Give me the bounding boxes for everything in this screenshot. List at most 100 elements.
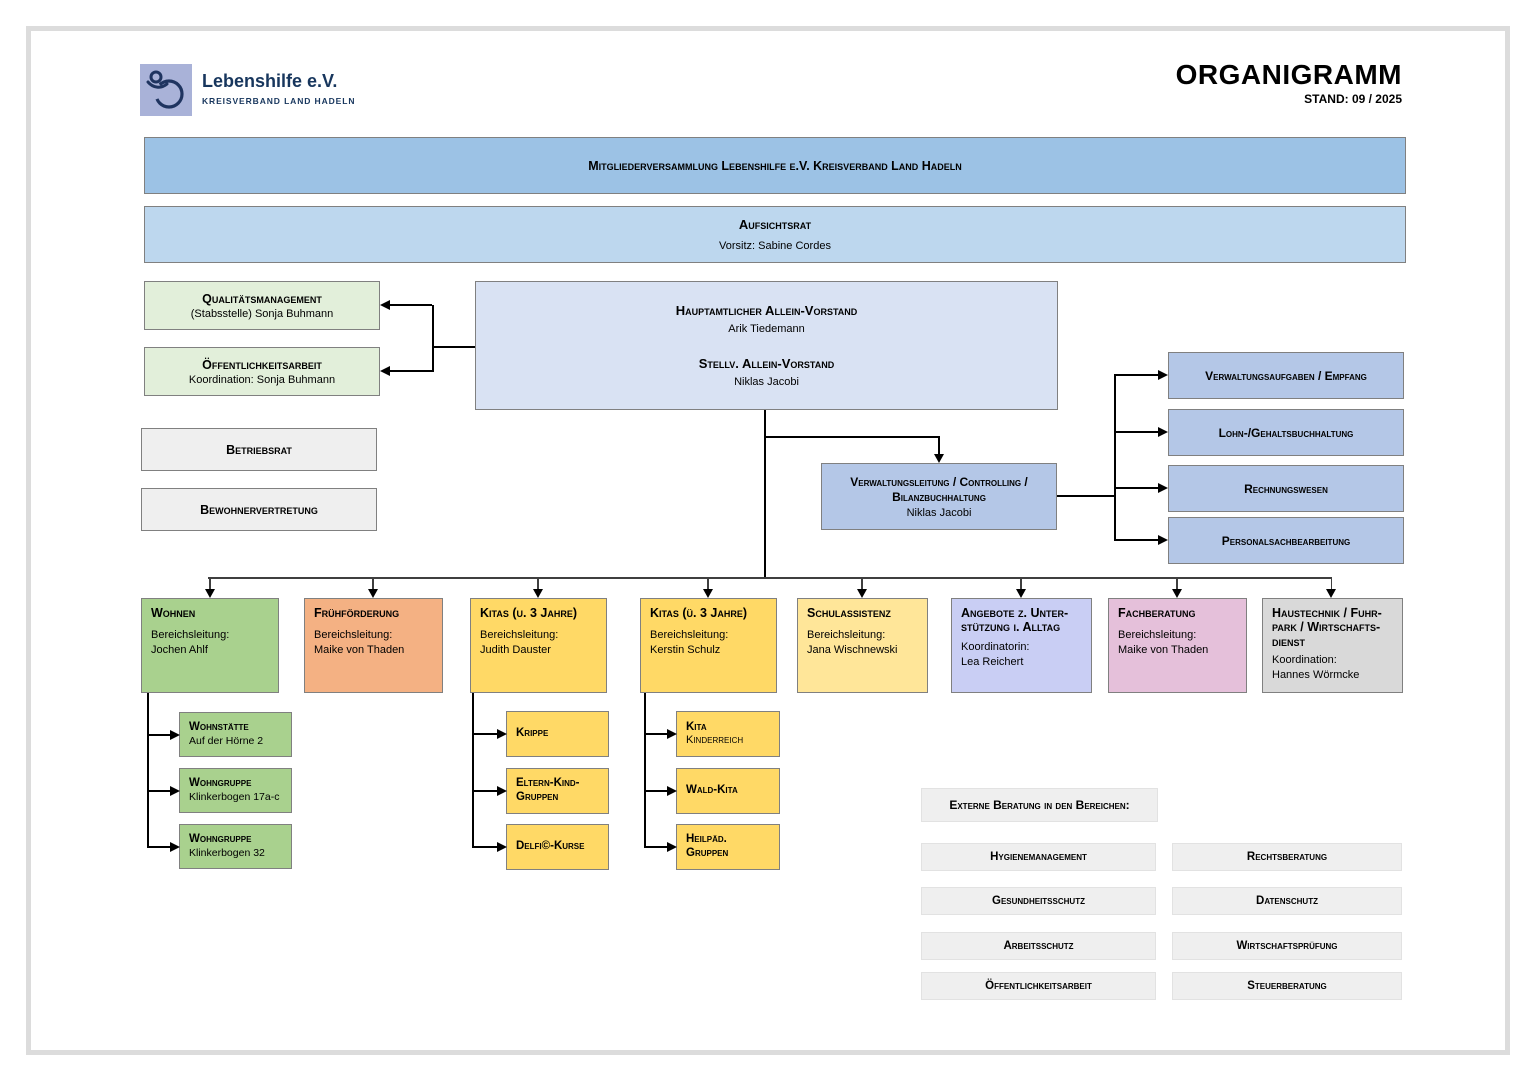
dept-fruehfoerderung-role-label: Bereichsleitung: xyxy=(314,629,393,642)
arrowhead-fruehfoerderung xyxy=(368,589,378,598)
sub-wohngruppe-32-line2: Klinkerbogen 32 xyxy=(189,846,265,859)
connector-kitas-u3-2 xyxy=(472,790,497,792)
dept-fachberatung: Fachberatung Bereichsleitung:Maike von T… xyxy=(1108,598,1247,693)
dept-angebote-person: Lea Reichert xyxy=(961,655,1024,668)
dept-wohnen-role: Bereichsleitung:Jochen Ahlf xyxy=(151,628,269,658)
connector-kitas-ue3-3 xyxy=(644,846,667,848)
sub-wohngruppe-32-title: Wohngruppe xyxy=(189,833,252,846)
sub-krippe: Krippe xyxy=(506,711,609,757)
arrowhead-fachberatung xyxy=(1172,589,1182,598)
connector-admin-v xyxy=(1114,375,1116,540)
dept-kitas-ue3-role-label: Bereichsleitung: xyxy=(650,629,729,642)
connector-department-bus xyxy=(208,577,1332,579)
drop-haustechnik xyxy=(1330,577,1332,590)
connector-vorstand-staff-v xyxy=(432,305,434,372)
arrowhead-wald-kita xyxy=(667,786,677,796)
dept-haustechnik-person: Hannes Wörmcke xyxy=(1272,668,1360,681)
lebenshilfe-logo-icon xyxy=(140,64,192,116)
sub-wohnstaette: Wohnstätte Auf der Hörne 2 xyxy=(179,712,292,757)
connector-verwaltung-admin-h xyxy=(1057,495,1115,497)
arrowhead-kitas-ue3 xyxy=(703,589,713,598)
dept-wohnen-person: Jochen Ahlf xyxy=(151,644,208,657)
arrowhead-wohngruppe-17 xyxy=(170,786,180,796)
dept-angebote-title: Angebote z. Unter-stützung i. Alltag xyxy=(961,606,1069,635)
connector-kitas-ue3-v xyxy=(644,693,646,847)
connector-wohnen-v xyxy=(147,693,149,847)
extern-hygienemanagement: Hygienemanagement xyxy=(921,843,1156,871)
box-personalsachbearbeitung: Personalsachbearbeitung xyxy=(1168,517,1404,564)
vorstand-title-1: Hauptamtlicher Allein-Vorstand xyxy=(675,303,858,319)
arrowhead-kitas-u3 xyxy=(533,589,543,598)
dept-haustechnik: Haustechnik / Fuhr-park / Wirtschafts-di… xyxy=(1262,598,1403,693)
sub-kita-kinderreich: Kita Kinderreich xyxy=(676,711,780,757)
sub-delfi-kurse-title: Delfi©-Kurse xyxy=(516,840,585,853)
dept-kitas-u3-person: Judith Dauster xyxy=(480,644,551,657)
drop-angebote xyxy=(1020,577,1022,590)
dept-kitas-u3-role-label: Bereichsleitung: xyxy=(480,629,559,642)
dept-schulassistenz-role: Bereichsleitung: Jana Wischnewski xyxy=(807,628,918,658)
dept-haustechnik-title: Haustechnik / Fuhr-park / Wirtschafts-di… xyxy=(1272,606,1382,649)
extern-datenschutz: Datenschutz xyxy=(1172,887,1402,915)
oeffentlichkeitsarbeit-subtitle: Koordination: Sonja Buhmann xyxy=(188,373,336,386)
dept-angebote-role: Koordinatorin:Lea Reichert xyxy=(961,640,1082,670)
dept-fachberatung-title: Fachberatung xyxy=(1118,606,1196,620)
connector-to-oa xyxy=(390,370,432,372)
brand-name: Lebenshilfe e.V. xyxy=(202,71,338,91)
vorstand-name-2: Niklas Jacobi xyxy=(734,375,799,388)
dept-fruehfoerderung-role: Bereichsleitung: Maike von Thaden xyxy=(314,628,433,658)
dept-angebote: Angebote z. Unter-stützung i. Alltag Koo… xyxy=(951,598,1092,693)
sub-delfi-kurse: Delfi©-Kurse xyxy=(506,824,609,870)
connector-wohnen-3 xyxy=(147,846,171,848)
dept-haustechnik-role: Koordination:Hannes Wörmcke xyxy=(1272,653,1393,683)
box-vorstand: Hauptamtlicher Allein-Vorstand Arik Tied… xyxy=(475,281,1058,410)
dept-schulassistenz-person: Jana Wischnewski xyxy=(807,644,898,657)
arrowhead-heilpaed xyxy=(667,842,677,852)
page-title: ORGANIGRAMM xyxy=(1175,59,1402,90)
arrowhead-admin-3 xyxy=(1158,483,1168,493)
dept-fachberatung-role: Bereichsleitung:Maike von Thaden xyxy=(1118,628,1237,658)
arrowhead-wohnstaette xyxy=(170,730,180,740)
sub-wohngruppe-17-title: Wohngruppe xyxy=(189,777,252,790)
connector-vorstand-verwaltung-v xyxy=(938,436,940,455)
dept-haustechnik-role-label: Koordination: xyxy=(1272,654,1337,667)
sub-eltern-kind-gruppen: Eltern-Kind-Gruppen xyxy=(506,768,609,814)
connector-kitas-ue3-1 xyxy=(644,733,667,735)
box-qualitaetsmanagement: Qualitätsmanagement (Stabsstelle) Sonja … xyxy=(144,281,380,330)
dept-kitas-u3: Kitas (u. 3 Jahre) Bereichsleitung:Judit… xyxy=(470,598,607,693)
connector-admin-2 xyxy=(1114,431,1158,433)
connector-kitas-u3-v xyxy=(472,693,474,847)
connector-vorstand-verwaltung-h xyxy=(764,436,940,438)
oeffentlichkeitsarbeit-title: Öffentlichkeitsarbeit xyxy=(202,357,322,372)
dept-kitas-u3-role: Bereichsleitung: Judith Dauster xyxy=(480,628,597,658)
qualitaetsmanagement-subtitle: (Stabsstelle) Sonja Buhmann xyxy=(190,307,334,320)
arrowhead-eltern-kind xyxy=(497,786,507,796)
arrowhead-wohngruppe-32 xyxy=(170,842,180,852)
dept-schulassistenz-role-label: Bereichsleitung: xyxy=(807,629,886,642)
drop-fruehfoerderung xyxy=(372,577,374,590)
dept-kitas-ue3-role: Bereichsleitung: Kerstin Schulz xyxy=(650,628,767,658)
dept-kitas-ue3: Kitas (ü. 3 Jahre) Bereichsleitung:Kerst… xyxy=(640,598,777,693)
box-rechnungswesen: Rechnungswesen xyxy=(1168,465,1404,512)
connector-wohnen-1 xyxy=(147,734,171,736)
box-betriebsrat: Betriebsrat xyxy=(141,428,377,471)
dept-kitas-ue3-person: Kerstin Schulz xyxy=(650,644,721,657)
connector-admin-4 xyxy=(1114,539,1158,541)
extern-arbeitsschutz: Arbeitsschutz xyxy=(921,932,1156,960)
extern-rechtsberatung: Rechtsberatung xyxy=(1172,843,1402,871)
banner-mitgliederversammlung: Mitgliederversammlung Lebenshilfe e.V. K… xyxy=(144,137,1406,194)
aufsichtsrat-subtitle: Vorsitz: Sabine Cordes xyxy=(719,239,831,252)
sub-krippe-title: Krippe xyxy=(516,727,549,740)
arrowhead-haustechnik xyxy=(1326,589,1336,598)
box-verwaltungsleitung: Verwaltungsleitung / Controlling / Bilan… xyxy=(821,463,1057,530)
sub-wohnstaette-title: Wohnstätte xyxy=(189,721,249,734)
qualitaetsmanagement-title: Qualitätsmanagement xyxy=(202,291,322,306)
connector-kitas-ue3-2 xyxy=(644,790,667,792)
box-lohnbuchhaltung: Lohn-/Gehaltsbuchhaltung xyxy=(1168,409,1404,456)
dept-fruehfoerderung-person: Maike von Thaden xyxy=(314,644,405,657)
extern-steuerberatung: Steuerberatung xyxy=(1172,972,1402,1000)
extern-oeffentlichkeitsarbeit: Öffentlichkeitsarbeit xyxy=(921,972,1156,1000)
sub-eltern-kind-gruppen-title: Eltern-Kind-Gruppen xyxy=(516,777,580,803)
arrowhead-admin-1 xyxy=(1158,370,1168,380)
drop-wohnen xyxy=(209,577,211,590)
